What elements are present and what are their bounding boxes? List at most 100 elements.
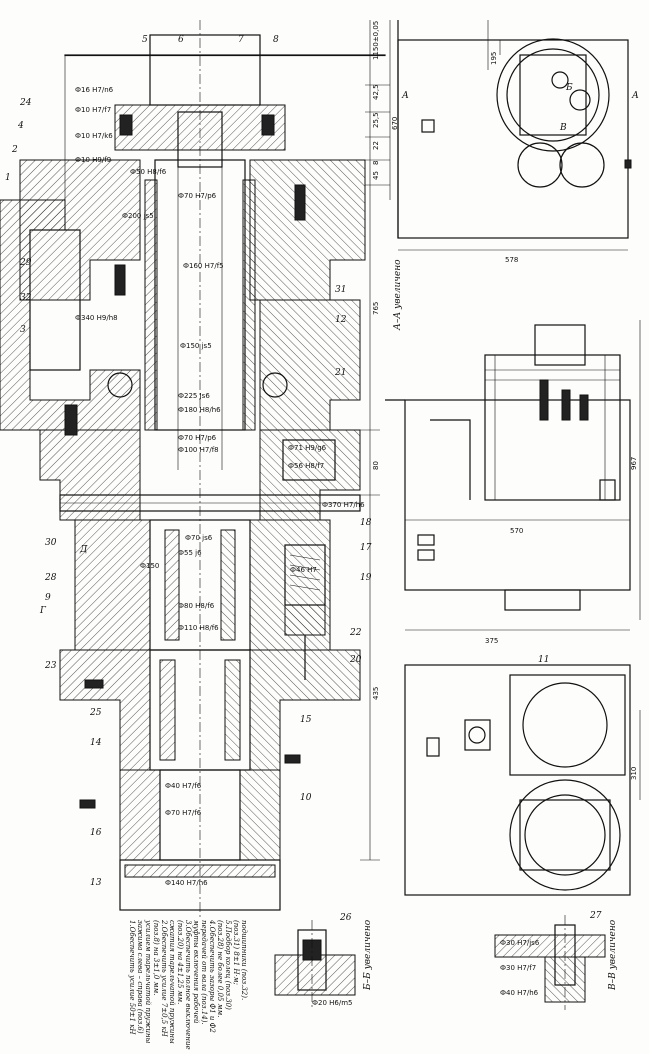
vdim: 8 [372, 161, 380, 165]
note-line: 5.Подбор колец (поз.30) [224, 920, 232, 1010]
dim-label: Ф100 H7/f8 [178, 446, 219, 454]
part-number: 9 [45, 593, 51, 603]
vdim: 80 [372, 461, 380, 470]
note-line: (поз.28) не более 0,05 мм. [216, 920, 224, 1017]
dim-label: Ф20 H6/m5 [312, 999, 353, 1007]
part-number: 15 [300, 715, 312, 725]
dim-label: Ф140 H7/h6 [165, 879, 208, 887]
dim-label: Ф200 js5 [122, 212, 154, 220]
part-number: 6 [178, 35, 184, 45]
part-number: 10 [300, 793, 312, 803]
side-dim: 578 [505, 256, 518, 264]
section-title: А–А увеличено [393, 259, 403, 331]
note-line: (поз.20) на 4±1,25 мм. [176, 920, 184, 1004]
part-number: 12 [335, 315, 347, 325]
part-number: 31 [335, 285, 346, 295]
note-line: 2.Обеспечить усилие 7±0,5 кН [160, 919, 168, 1038]
dim-label: Ф10 H7/k6 [75, 132, 113, 140]
section-vv [494, 915, 606, 1010]
note-line: муфты включения рабочей [192, 920, 200, 1024]
part-number: 29 [19, 258, 32, 268]
side-dim: 570 [510, 527, 523, 535]
dim-label: Ф30 H7/js6 [500, 939, 540, 947]
section-letter: В [559, 123, 567, 133]
part-number: 18 [360, 518, 372, 528]
dimension-lines [64, 20, 391, 861]
view-middle-right [385, 320, 641, 631]
part-number: 22 [349, 628, 362, 638]
note-line: 1.Обеспечить усилие 50±1 кН [128, 920, 136, 1035]
dim-label: Ф150 js5 [180, 342, 212, 350]
technical-notes: 1.Обеспечить усилие 50±1 кН зажима слева… [128, 919, 248, 1050]
dim-label: Ф16 H7/n6 [75, 86, 114, 94]
part-number: 3 [20, 325, 26, 335]
note-line: 3.Обеспечить полное выключение [184, 920, 192, 1050]
vdim: 435 [372, 687, 380, 700]
side-dim: 195 [490, 52, 498, 65]
vdim: 45 [372, 171, 380, 180]
part-number: 11 [538, 655, 549, 665]
part-number: 14 [90, 738, 102, 748]
note-line: усилием тарельчатой пружины [144, 919, 152, 1044]
dim-label: Ф150 [140, 562, 159, 570]
labels-layer: 5 6 7 8 24 4 2 1 29 32 3 31 12 21 18 17 … [5, 21, 639, 1050]
note-line: (поз.31) 8±1 Н·м; [232, 920, 240, 985]
main-section [0, 20, 386, 920]
part-number: 2 [11, 145, 18, 155]
note-line: 4.Обеспечить зазоры Ф1 и Ф2 [208, 919, 216, 1033]
part-number: 20 [349, 655, 362, 665]
dim-label: Ф40 H7/f6 [165, 782, 202, 790]
part-number: 21 [334, 368, 346, 378]
dim-label: Ф70 js6 [185, 534, 213, 542]
part-number: 19 [360, 573, 372, 583]
section-bb [274, 920, 356, 1010]
dim-label: Ф56 H8/f7 [288, 462, 324, 470]
dim-label: Ф55 j6 [178, 549, 202, 557]
dim-label: Ф70 H7/p6 [178, 192, 217, 200]
note-line: зажима слева – справа (поз.6) [136, 920, 144, 1034]
dim-label: Ф10 H7/f7 [75, 106, 111, 114]
part-number: 32 [20, 293, 32, 303]
dim-label: Ф10 H9/f9 [75, 156, 111, 164]
part-number: 24 [19, 98, 32, 108]
dim-label: Ф160 H7/f5 [183, 262, 224, 270]
vdim: 42,5 [372, 84, 380, 100]
section-letter: Б [565, 83, 573, 93]
section-letter: А [401, 91, 409, 101]
vdim: 765 [372, 302, 380, 315]
note-line: сжатия тарельчатой пружины [168, 920, 176, 1044]
section-title: В–В увеличено [608, 919, 618, 991]
part-number: 28 [44, 573, 57, 583]
section-letter: А [631, 91, 639, 101]
view-top-right [397, 20, 632, 251]
part-number: 23 [44, 661, 57, 671]
vdim: 670 [391, 117, 399, 130]
part-number: 7 [238, 35, 244, 45]
dim-label: Ф225 Js6 [178, 392, 210, 400]
part-number: 8 [273, 35, 279, 45]
section-title: Б–Б увеличено [363, 919, 373, 991]
part-number: 27 [589, 911, 602, 921]
dim-label: Ф40 H7/h6 [500, 989, 539, 997]
dim-label: Ф340 H9/h8 [75, 314, 118, 322]
dim-label: Ф70 H7/p6 [178, 434, 217, 442]
part-number: 4 [17, 121, 24, 131]
dim-label: Ф80 H8/f6 [178, 602, 215, 610]
side-dim: 375 [485, 637, 498, 645]
part-number: 30 [45, 538, 57, 548]
part-number: 16 [90, 828, 102, 838]
dim-label: Ф46 H7 [290, 566, 317, 574]
vdim: 22 [372, 141, 380, 150]
dim-label: Ф180 H8/h6 [178, 406, 221, 414]
dim-label: Ф50 H8/f6 [130, 168, 167, 176]
dim-label: Ф71 H9/g6 [288, 444, 327, 452]
note-line: (поз.8) на 3±1,0 мм. [152, 920, 160, 995]
view-lower-right [404, 664, 641, 896]
section-letter: Г [39, 606, 47, 616]
part-number: 25 [89, 708, 102, 718]
part-number: 26 [339, 913, 352, 923]
part-number: 5 [142, 35, 148, 45]
note-line: передачей от вала (поз.14). [200, 920, 208, 1025]
